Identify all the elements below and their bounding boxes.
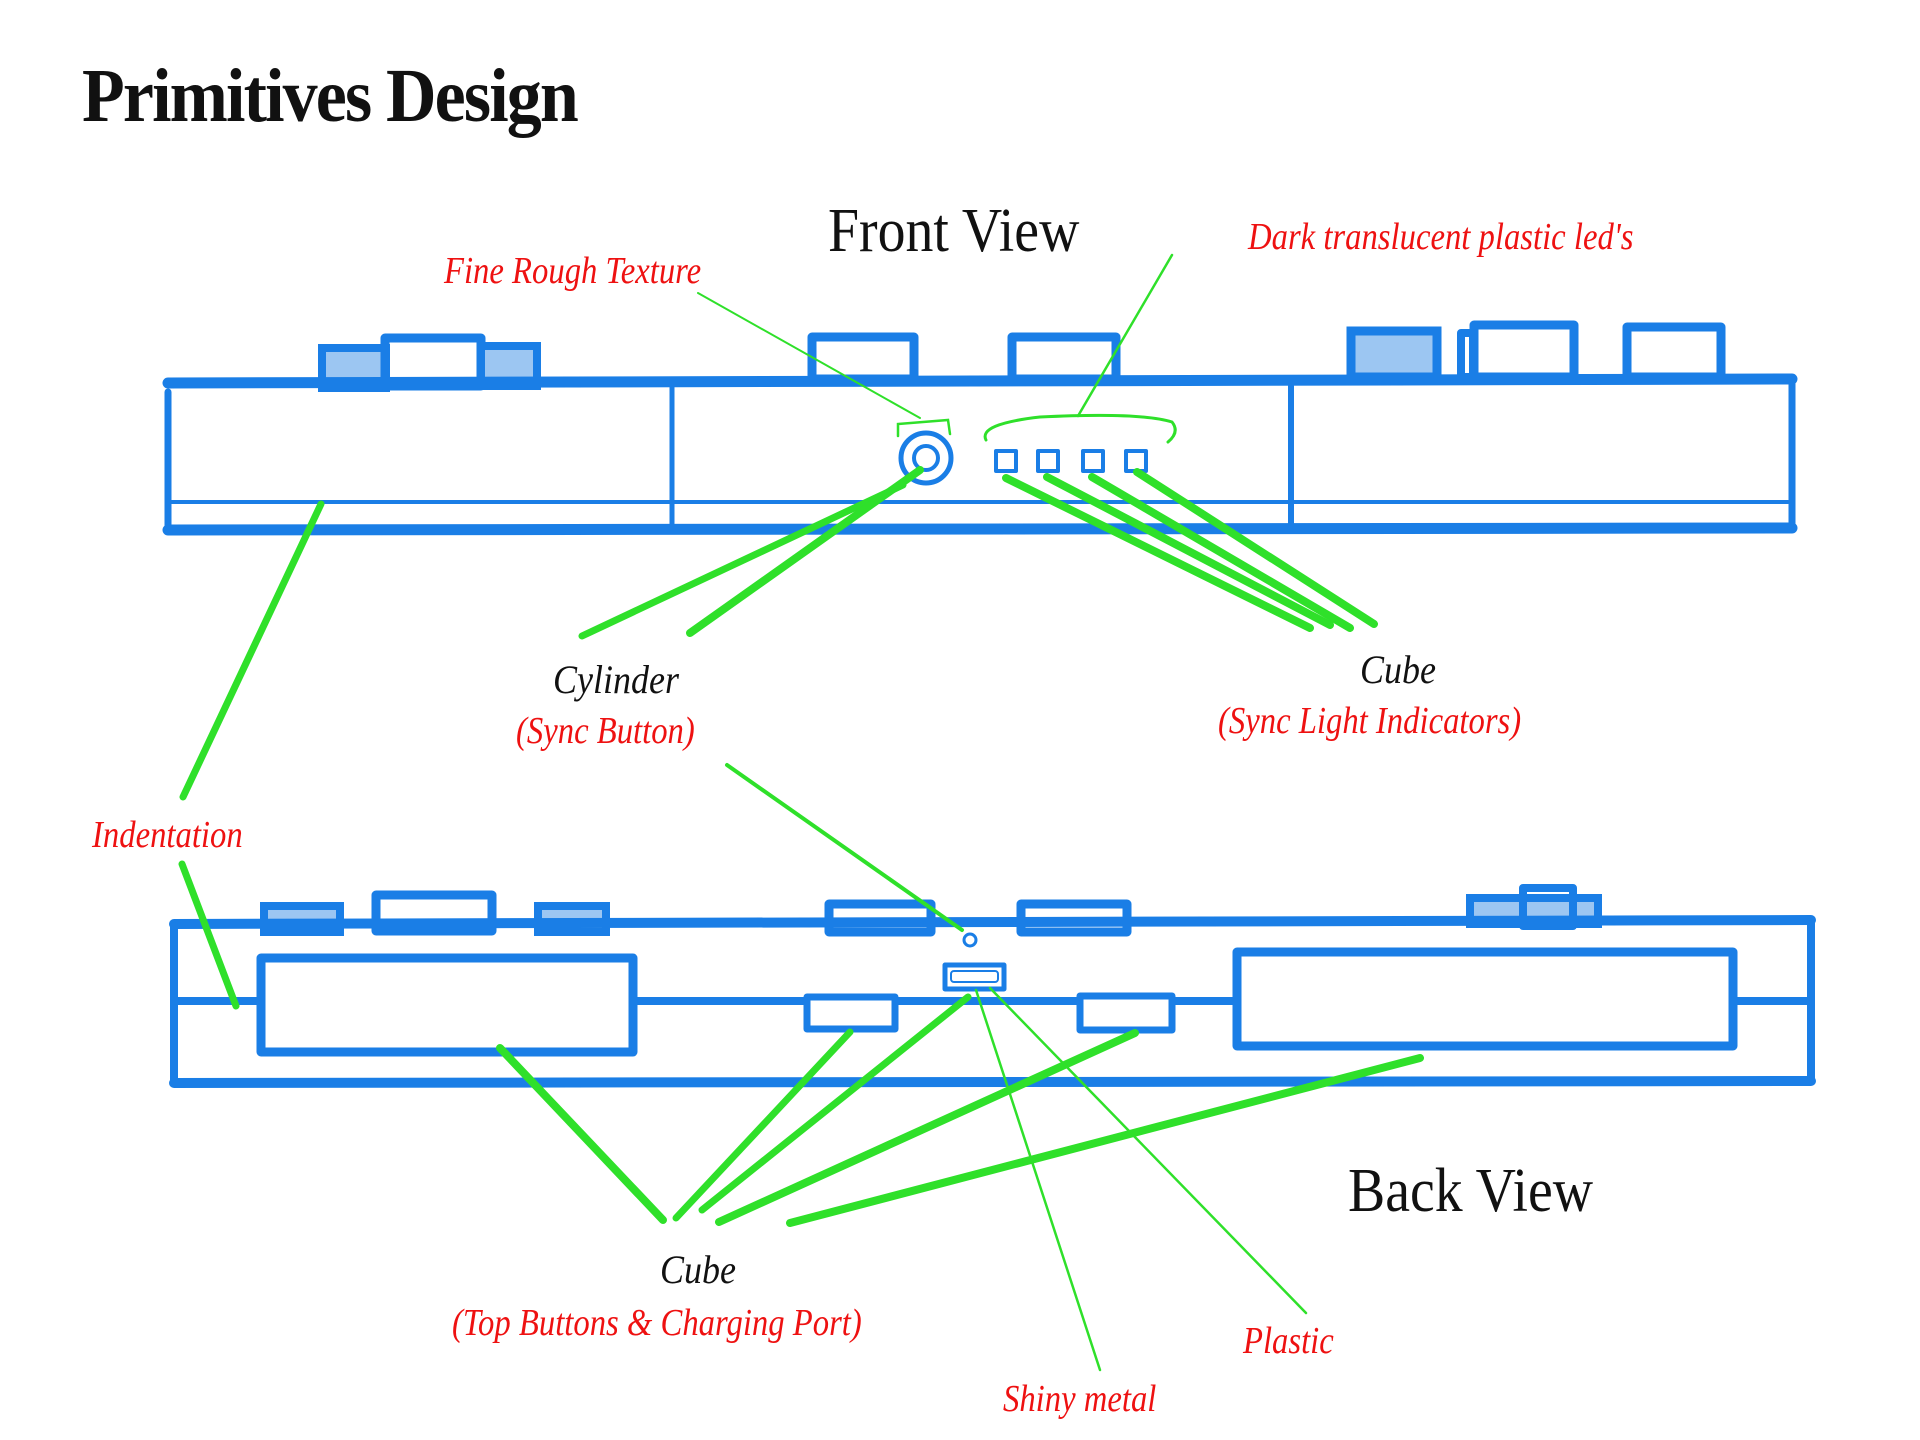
led-indicator-1: [994, 449, 1018, 473]
leader-back-cube-5: [786, 1054, 1424, 1227]
back-small-cube-left: [803, 993, 899, 1033]
leader-back-cube-4: [715, 1029, 1139, 1226]
front-view-drawing: [162, 320, 1798, 536]
charging-port-inner: [950, 970, 999, 983]
primitive-cube-buttons-role: (Top Buttons & Charging Port): [452, 1302, 862, 1344]
leader-back-cube-2: [672, 1028, 854, 1222]
back-view-label: Back View: [1348, 1157, 1594, 1225]
primitive-cube-buttons-shape: Cube: [660, 1247, 736, 1292]
front-top-button-right-hatched: [1346, 326, 1442, 382]
leader-cylinder-2: [686, 466, 924, 637]
primitive-cylinder-role: (Sync Button): [516, 710, 695, 752]
front-top-button-right-far: [1622, 322, 1726, 382]
leader-sync-to-mic: [725, 763, 964, 932]
back-panel-right: [1232, 947, 1738, 1051]
sync-button-outer: [898, 430, 954, 486]
leader-indentation-top: [179, 500, 325, 801]
back-body-top-edge: [169, 915, 1816, 929]
back-view-drawing: [169, 884, 1816, 1088]
annotation-indentation: Indentation: [92, 814, 243, 856]
front-top-button-right-main: [1469, 320, 1579, 382]
leader-cylinder-1: [578, 481, 907, 640]
annotation-fine-rough-texture: Fine Rough Texture: [444, 250, 702, 292]
leader-led-4: [1133, 468, 1378, 628]
leader-shiny-metal: [974, 988, 1102, 1372]
leader-dark-translucent: [1076, 253, 1174, 418]
leader-indentation-bottom: [178, 860, 240, 1010]
primitive-cube-lights-role: (Sync Light Indicators): [1218, 700, 1522, 742]
leader-led-1: [1002, 474, 1314, 632]
annotation-shiny-metal: Shiny metal: [1003, 1378, 1157, 1420]
front-view-label: Front View: [828, 197, 1080, 265]
page-title: Primitives Design: [82, 54, 579, 138]
leader-lines: [178, 253, 1424, 1372]
front-top-button-center-2: [1007, 332, 1121, 384]
back-top-button-left-main: [371, 890, 497, 936]
leader-back-cube-1: [496, 1044, 667, 1224]
annotation-plastic: Plastic: [1243, 1320, 1334, 1362]
back-mic-hole: [962, 932, 978, 948]
charging-port: [942, 962, 1007, 992]
front-body-bottom-edge: [162, 522, 1798, 536]
led-indicator-2: [1036, 449, 1060, 473]
annotation-dark-translucent: Dark translucent plastic led's: [1248, 216, 1634, 258]
back-top-button-right-main: [1519, 884, 1577, 930]
leader-back-cube-3: [698, 993, 972, 1214]
back-body-bottom-edge: [169, 1076, 1816, 1088]
led-indicator-4: [1124, 449, 1148, 473]
primitive-cube-lights-shape: Cube: [1360, 647, 1436, 692]
back-small-cube-right: [1076, 992, 1176, 1034]
leader-plastic: [988, 986, 1308, 1315]
back-panel-left: [256, 953, 638, 1057]
primitive-cylinder-shape: Cylinder: [553, 657, 679, 702]
leader-led-2: [1043, 473, 1334, 629]
sync-button-inner: [912, 444, 940, 472]
front-body-top-edge: [162, 373, 1798, 389]
bracket-leds: [983, 413, 1177, 444]
leader-fine-rough-texture: [697, 292, 921, 419]
front-top-button-center-1: [807, 332, 919, 384]
led-indicator-3: [1081, 449, 1105, 473]
leader-led-3: [1088, 473, 1354, 632]
bracket-fine-rough-texture: [896, 418, 952, 438]
